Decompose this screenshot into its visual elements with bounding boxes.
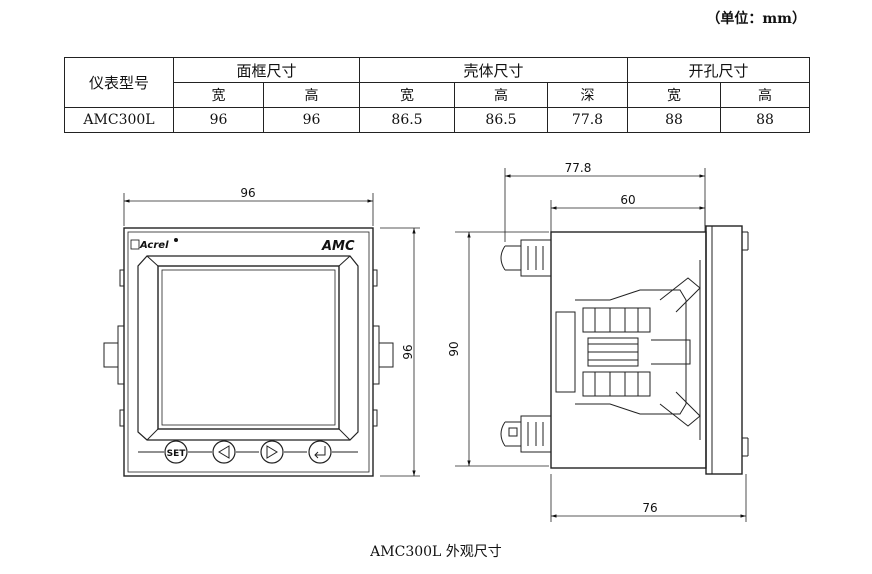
value-cell: 96	[173, 107, 264, 133]
total-depth-label: 77.8	[565, 161, 592, 175]
front-view	[103, 193, 420, 477]
left-button-icon	[212, 440, 236, 464]
right-clip	[378, 342, 394, 368]
figure-caption: AMC300L 外观尺寸	[370, 544, 502, 560]
value-cell: 88	[627, 107, 721, 133]
bottom-terminal	[520, 415, 552, 453]
set-button-label: SET	[167, 449, 187, 459]
top-terminal	[520, 239, 552, 277]
value-cell: 86.5	[454, 107, 548, 133]
brand-logo: Acrel	[139, 240, 169, 251]
subheader-cell: 高	[720, 82, 810, 108]
display-frame	[137, 255, 359, 441]
side-height-label: 90	[447, 341, 461, 356]
value-cell: 77.8	[547, 107, 628, 133]
model-header: 仪表型号	[64, 57, 174, 108]
side-view	[455, 168, 749, 522]
subheader-cell: 宽	[359, 82, 455, 108]
clip-base	[555, 311, 576, 393]
model-cell: AMC300L	[64, 107, 174, 133]
unit-label: （单位：mm）	[706, 11, 806, 27]
front-height-label: 96	[400, 344, 414, 359]
subheader-cell: 高	[454, 82, 548, 108]
left-arrow-icon	[218, 445, 230, 459]
value-cell: 88	[720, 107, 810, 133]
front-width-label: 96	[240, 186, 255, 200]
table-row: AMC300L 96 96 86.5 86.5 77.8 88 88	[64, 107, 810, 133]
value-cell: 86.5	[359, 107, 455, 133]
value-cell: 96	[263, 107, 360, 133]
left-clip	[103, 342, 119, 368]
side-housing	[550, 231, 707, 469]
right-arrow-icon	[266, 445, 278, 459]
front-bezel	[123, 227, 374, 477]
enter-arrow-icon	[314, 446, 326, 459]
group-header-panel: 面框尺寸	[173, 57, 360, 83]
brand-icon	[130, 239, 140, 250]
display-window	[157, 265, 340, 430]
brand-mark-dot	[174, 238, 178, 242]
side-bezel	[705, 225, 743, 475]
front-buttons: SET	[164, 440, 332, 464]
table-header-row: 仪表型号 面框尺寸 壳体尺寸 开孔尺寸	[64, 57, 810, 108]
dimension-table: 仪表型号 面框尺寸 壳体尺寸 开孔尺寸 宽 高 宽 高 深 宽 高 AMC300…	[64, 57, 810, 133]
subheader-cell: 宽	[627, 82, 721, 108]
model-mark: AMC	[321, 239, 355, 254]
set-button-icon	[164, 440, 188, 464]
right-button-icon	[260, 440, 284, 464]
group-header-case: 壳体尺寸	[359, 57, 628, 83]
bottom-depth-label: 76	[642, 501, 657, 515]
enter-button-icon	[308, 440, 332, 464]
group-header-cutout: 开孔尺寸	[627, 57, 810, 83]
body-depth-label: 60	[620, 193, 635, 207]
